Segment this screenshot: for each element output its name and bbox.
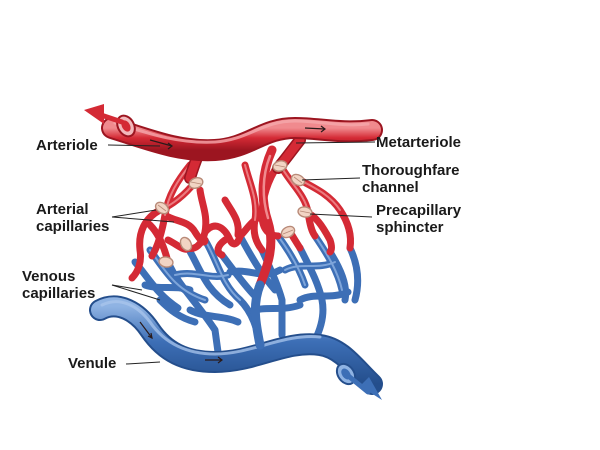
venous-leader-a bbox=[111, 284, 143, 291]
label-arteriole: Arteriole bbox=[36, 137, 98, 154]
sphincter-ring-icon bbox=[158, 256, 174, 268]
precapillary-leader bbox=[309, 213, 373, 218]
label-arterial-line1: Arterial bbox=[36, 201, 89, 218]
label-precapillary-sphincter: Precapillary sphincter bbox=[376, 202, 461, 236]
label-thoroughfare-line2: channel bbox=[362, 179, 419, 196]
arteriole-flow-arrow-icon bbox=[84, 104, 125, 125]
thoroughfare-channel-vessel bbox=[250, 145, 277, 350]
sphincter-ring-details bbox=[157, 164, 311, 235]
venule-inner-arrows-icon bbox=[139, 321, 223, 364]
arterial-leader-a bbox=[111, 209, 157, 218]
label-arterial-capillaries: Arterial capillaries bbox=[36, 201, 109, 235]
arteriole-leader bbox=[107, 144, 161, 147]
label-precapillary-line2: sphincter bbox=[376, 219, 444, 236]
metarteriole-leader bbox=[295, 141, 376, 144]
label-venous-capillaries: Venous capillaries bbox=[22, 268, 95, 302]
label-arterial-line2: capillaries bbox=[36, 218, 110, 235]
venule-vessel bbox=[89, 295, 383, 395]
leader-lines bbox=[107, 141, 376, 365]
label-venule: Venule bbox=[68, 355, 117, 372]
venule-leader bbox=[125, 361, 161, 365]
label-metarteriole: Metarteriole bbox=[376, 134, 462, 151]
thoroughfare-leader bbox=[301, 177, 361, 181]
arterial-leader-b bbox=[111, 216, 175, 223]
label-thoroughfare-line1: Thoroughfare bbox=[362, 162, 460, 179]
sphincter-ring-icon bbox=[179, 236, 193, 252]
label-venous-line1: Venous bbox=[22, 268, 76, 285]
label-thoroughfare-channel: Thoroughfare channel bbox=[362, 162, 460, 196]
arteriole-vessel bbox=[101, 114, 383, 162]
arteriole-inner-arrows-icon bbox=[149, 125, 326, 150]
venule-flow-arrow-icon bbox=[343, 371, 382, 400]
venous-leader-b bbox=[111, 284, 161, 301]
label-venous-line2: capillaries bbox=[22, 285, 96, 302]
label-precapillary-line1: Precapillary bbox=[376, 202, 462, 219]
